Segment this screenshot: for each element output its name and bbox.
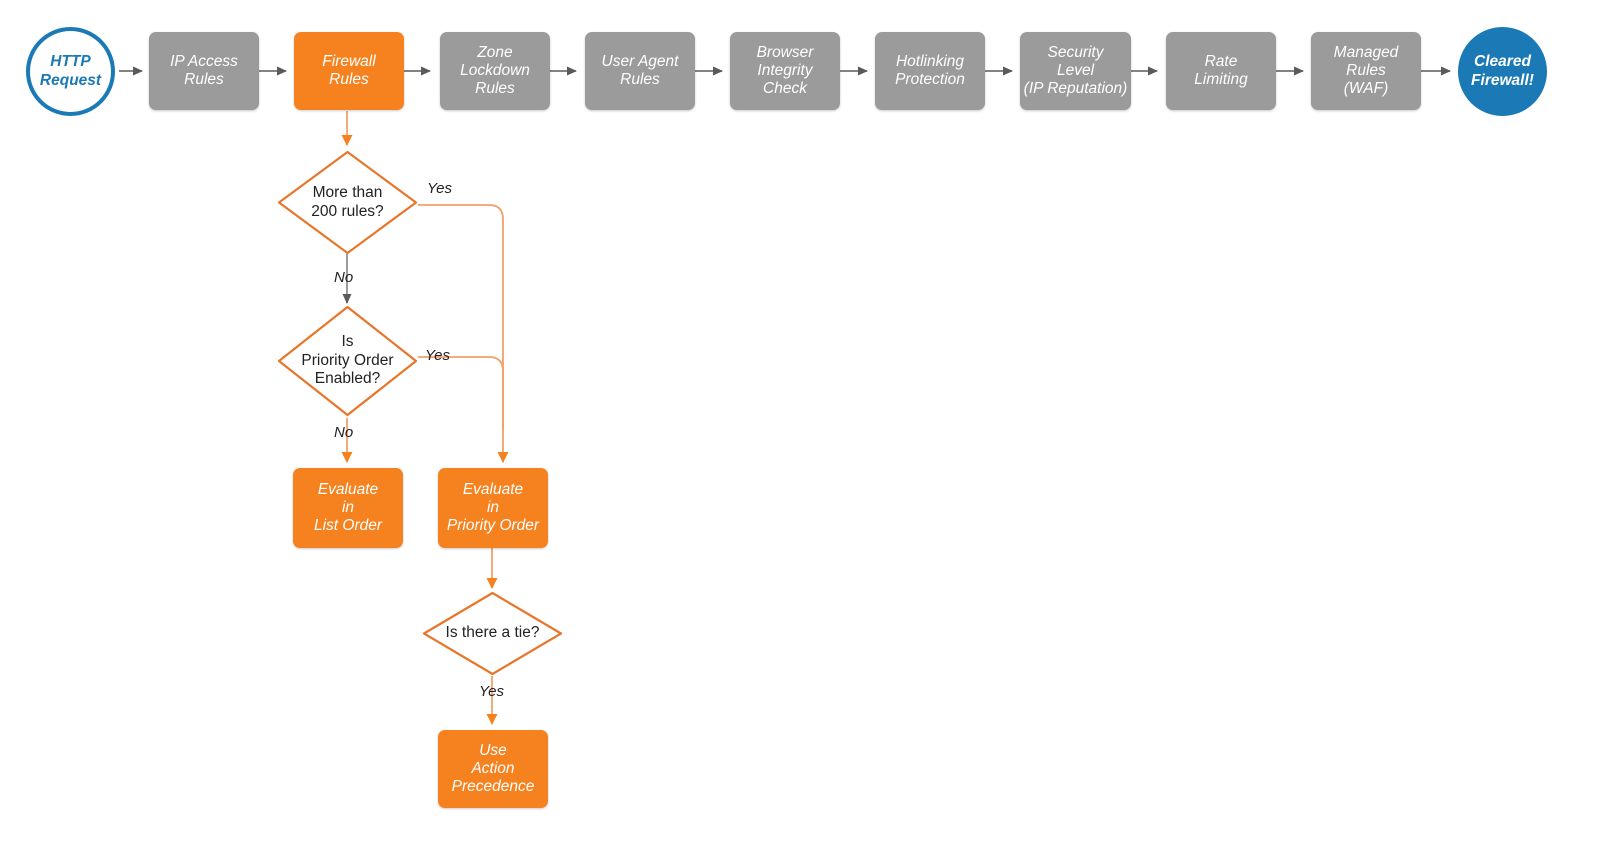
edge-label-decision-2-no: No [334, 424, 354, 441]
node-user-agent-rules-label: User Agent Rules [601, 52, 679, 88]
node-evaluate-in-list-order[interactable]: Evaluate in List Order [293, 468, 403, 548]
decision-is-there-a-tie[interactable]: Is there a tie? [422, 591, 563, 676]
node-cleared-firewall[interactable]: Cleared Firewall! [1458, 27, 1547, 116]
node-managed-rules-waf-label: Managed Rules (WAF) [1333, 43, 1399, 98]
node-browser-integrity-check-label: Browser Integrity Check [756, 43, 814, 98]
edge-decision-1-yes-to-priority-order [418, 204, 509, 463]
node-use-action-precedence-label: Use Action Precedence [451, 741, 535, 796]
node-hotlinking-protection-label: Hotlinking Protection [895, 52, 965, 88]
node-evaluate-in-priority-order[interactable]: Evaluate in Priority Order [438, 468, 548, 548]
node-ip-access-rules[interactable]: IP Access Rules [149, 32, 259, 110]
decision-is-there-a-tie-label: Is there a tie? [445, 624, 540, 642]
decision-more-than-200-rules-shape [277, 150, 418, 255]
edge-label-decision-2-yes: Yes [425, 347, 451, 364]
node-browser-integrity-check[interactable]: Browser Integrity Check [730, 32, 840, 110]
edge-label-decision-1-no: No [334, 269, 354, 286]
edge-decision-2-yes-to-priority-order [418, 356, 504, 430]
node-security-level-label: Security Level (IP Reputation) [1023, 43, 1128, 98]
node-firewall-rules[interactable]: Firewall Rules [294, 32, 404, 110]
node-zone-lockdown-rules[interactable]: Zone Lockdown Rules [440, 32, 550, 110]
node-evaluate-in-priority-order-label: Evaluate in Priority Order [446, 480, 540, 535]
decision-more-than-200-rules-label: More than 200 rules? [311, 183, 384, 220]
decision-priority-order-enabled[interactable]: Is Priority Order Enabled? [277, 305, 418, 417]
node-zone-lockdown-rules-label: Zone Lockdown Rules [460, 43, 530, 98]
node-hotlinking-protection[interactable]: Hotlinking Protection [875, 32, 985, 110]
node-rate-limiting-label: Rate Limiting [1194, 52, 1248, 88]
node-http-request-label: HTTP Request [39, 53, 102, 89]
node-managed-rules-waf[interactable]: Managed Rules (WAF) [1311, 32, 1421, 110]
node-cleared-firewall-label: Cleared Firewall! [1471, 53, 1534, 89]
node-http-request[interactable]: HTTP Request [26, 27, 115, 116]
decision-priority-order-enabled-label: Is Priority Order Enabled? [301, 333, 394, 388]
node-firewall-rules-label: Firewall Rules [322, 52, 376, 88]
edge-label-decision-3-yes: Yes [479, 683, 505, 700]
decision-priority-order-enabled-shape [277, 305, 418, 417]
decision-more-than-200-rules[interactable]: More than 200 rules? [277, 150, 418, 255]
node-rate-limiting[interactable]: Rate Limiting [1166, 32, 1276, 110]
node-evaluate-in-list-order-label: Evaluate in List Order [313, 480, 383, 535]
edge-label-decision-1-yes: Yes [427, 180, 453, 197]
node-security-level[interactable]: Security Level (IP Reputation) [1020, 32, 1131, 110]
decision-is-there-a-tie-shape [422, 591, 563, 676]
node-use-action-precedence[interactable]: Use Action Precedence [438, 730, 548, 808]
node-ip-access-rules-label: IP Access Rules [170, 52, 238, 88]
node-user-agent-rules[interactable]: User Agent Rules [585, 32, 695, 110]
